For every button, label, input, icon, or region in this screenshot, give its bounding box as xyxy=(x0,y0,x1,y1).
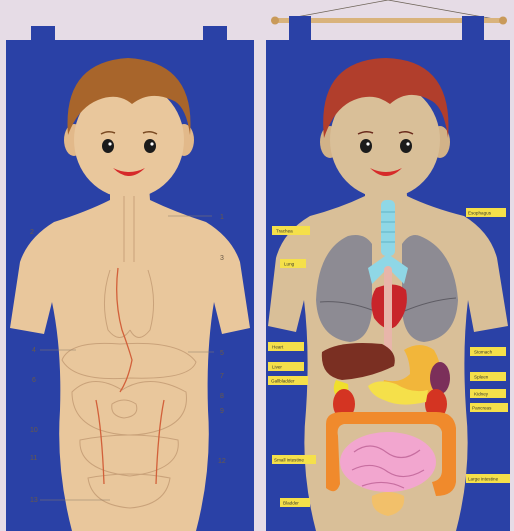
felt-small-intestine xyxy=(340,432,436,492)
dowel-end-knob xyxy=(499,17,507,25)
svg-text:Trachea: Trachea xyxy=(276,229,293,234)
right-hanging-tab xyxy=(462,16,484,42)
label-stomach: Stomach xyxy=(470,347,506,356)
left-number-label: 8 xyxy=(220,393,224,400)
svg-text:Large intestine: Large intestine xyxy=(468,477,499,482)
left-hanging-tab xyxy=(31,26,55,44)
svg-text:Pancreas: Pancreas xyxy=(472,406,492,411)
left-number-label: 12 xyxy=(218,458,226,465)
left-number-label: 2 xyxy=(30,229,34,236)
left-number-label: 9 xyxy=(220,408,224,415)
svg-text:Lung: Lung xyxy=(284,262,295,267)
left-number-label: 13 xyxy=(30,497,38,504)
label-bladder: Bladder xyxy=(280,498,310,507)
left-eye xyxy=(144,139,156,153)
label-kidney: Kidney xyxy=(470,389,506,398)
right-hanging-tab xyxy=(289,16,311,42)
right-eye xyxy=(400,139,412,153)
left-number-label: 1 xyxy=(220,214,224,221)
left-number-label: 3 xyxy=(220,255,224,262)
left-number-label: 11 xyxy=(30,455,37,462)
svg-text:Stomach: Stomach xyxy=(474,350,493,355)
svg-text:Kidney: Kidney xyxy=(474,392,489,397)
left-hanging-tab xyxy=(203,26,227,44)
label-pancreas: Pancreas xyxy=(470,403,508,412)
left-eye xyxy=(102,139,114,153)
left-number-label: 5 xyxy=(220,350,224,357)
right-eye xyxy=(360,139,372,153)
label-gallbladder: Gallbladder xyxy=(268,376,308,385)
label-trachea: Trachea xyxy=(272,226,310,235)
left-number-label: 6 xyxy=(32,377,36,384)
label-liver: Liver xyxy=(268,362,304,371)
label-small-intestine: Small intestine xyxy=(272,455,316,464)
left-number-label: 10 xyxy=(30,427,38,434)
label-spleen: Spleen xyxy=(470,372,506,381)
dowel-end-knob xyxy=(271,17,279,25)
left-number-label: 4 xyxy=(32,347,36,354)
left-number-label: 7 xyxy=(220,373,224,380)
svg-text:Esophagus: Esophagus xyxy=(468,211,492,216)
svg-text:Bladder: Bladder xyxy=(283,501,299,506)
svg-text:Gallbladder: Gallbladder xyxy=(271,379,295,384)
svg-text:Liver: Liver xyxy=(272,365,282,370)
left-chart: 1 2 3 4 5 6 7 8 9 10 11 12 13 xyxy=(6,26,254,531)
label-heart: Heart xyxy=(268,342,304,351)
svg-text:Heart: Heart xyxy=(272,345,284,350)
label-lung: Lung xyxy=(280,259,306,268)
label-large-intestine: Large intestine xyxy=(466,474,510,483)
label-esophagus: Esophagus xyxy=(466,208,506,217)
svg-text:Small intestine: Small intestine xyxy=(274,458,304,463)
right-chart: Trachea Lung Heart Liver Gallbladder Sto… xyxy=(266,0,510,531)
svg-text:Spleen: Spleen xyxy=(474,375,489,380)
felt-spleen xyxy=(430,362,450,394)
